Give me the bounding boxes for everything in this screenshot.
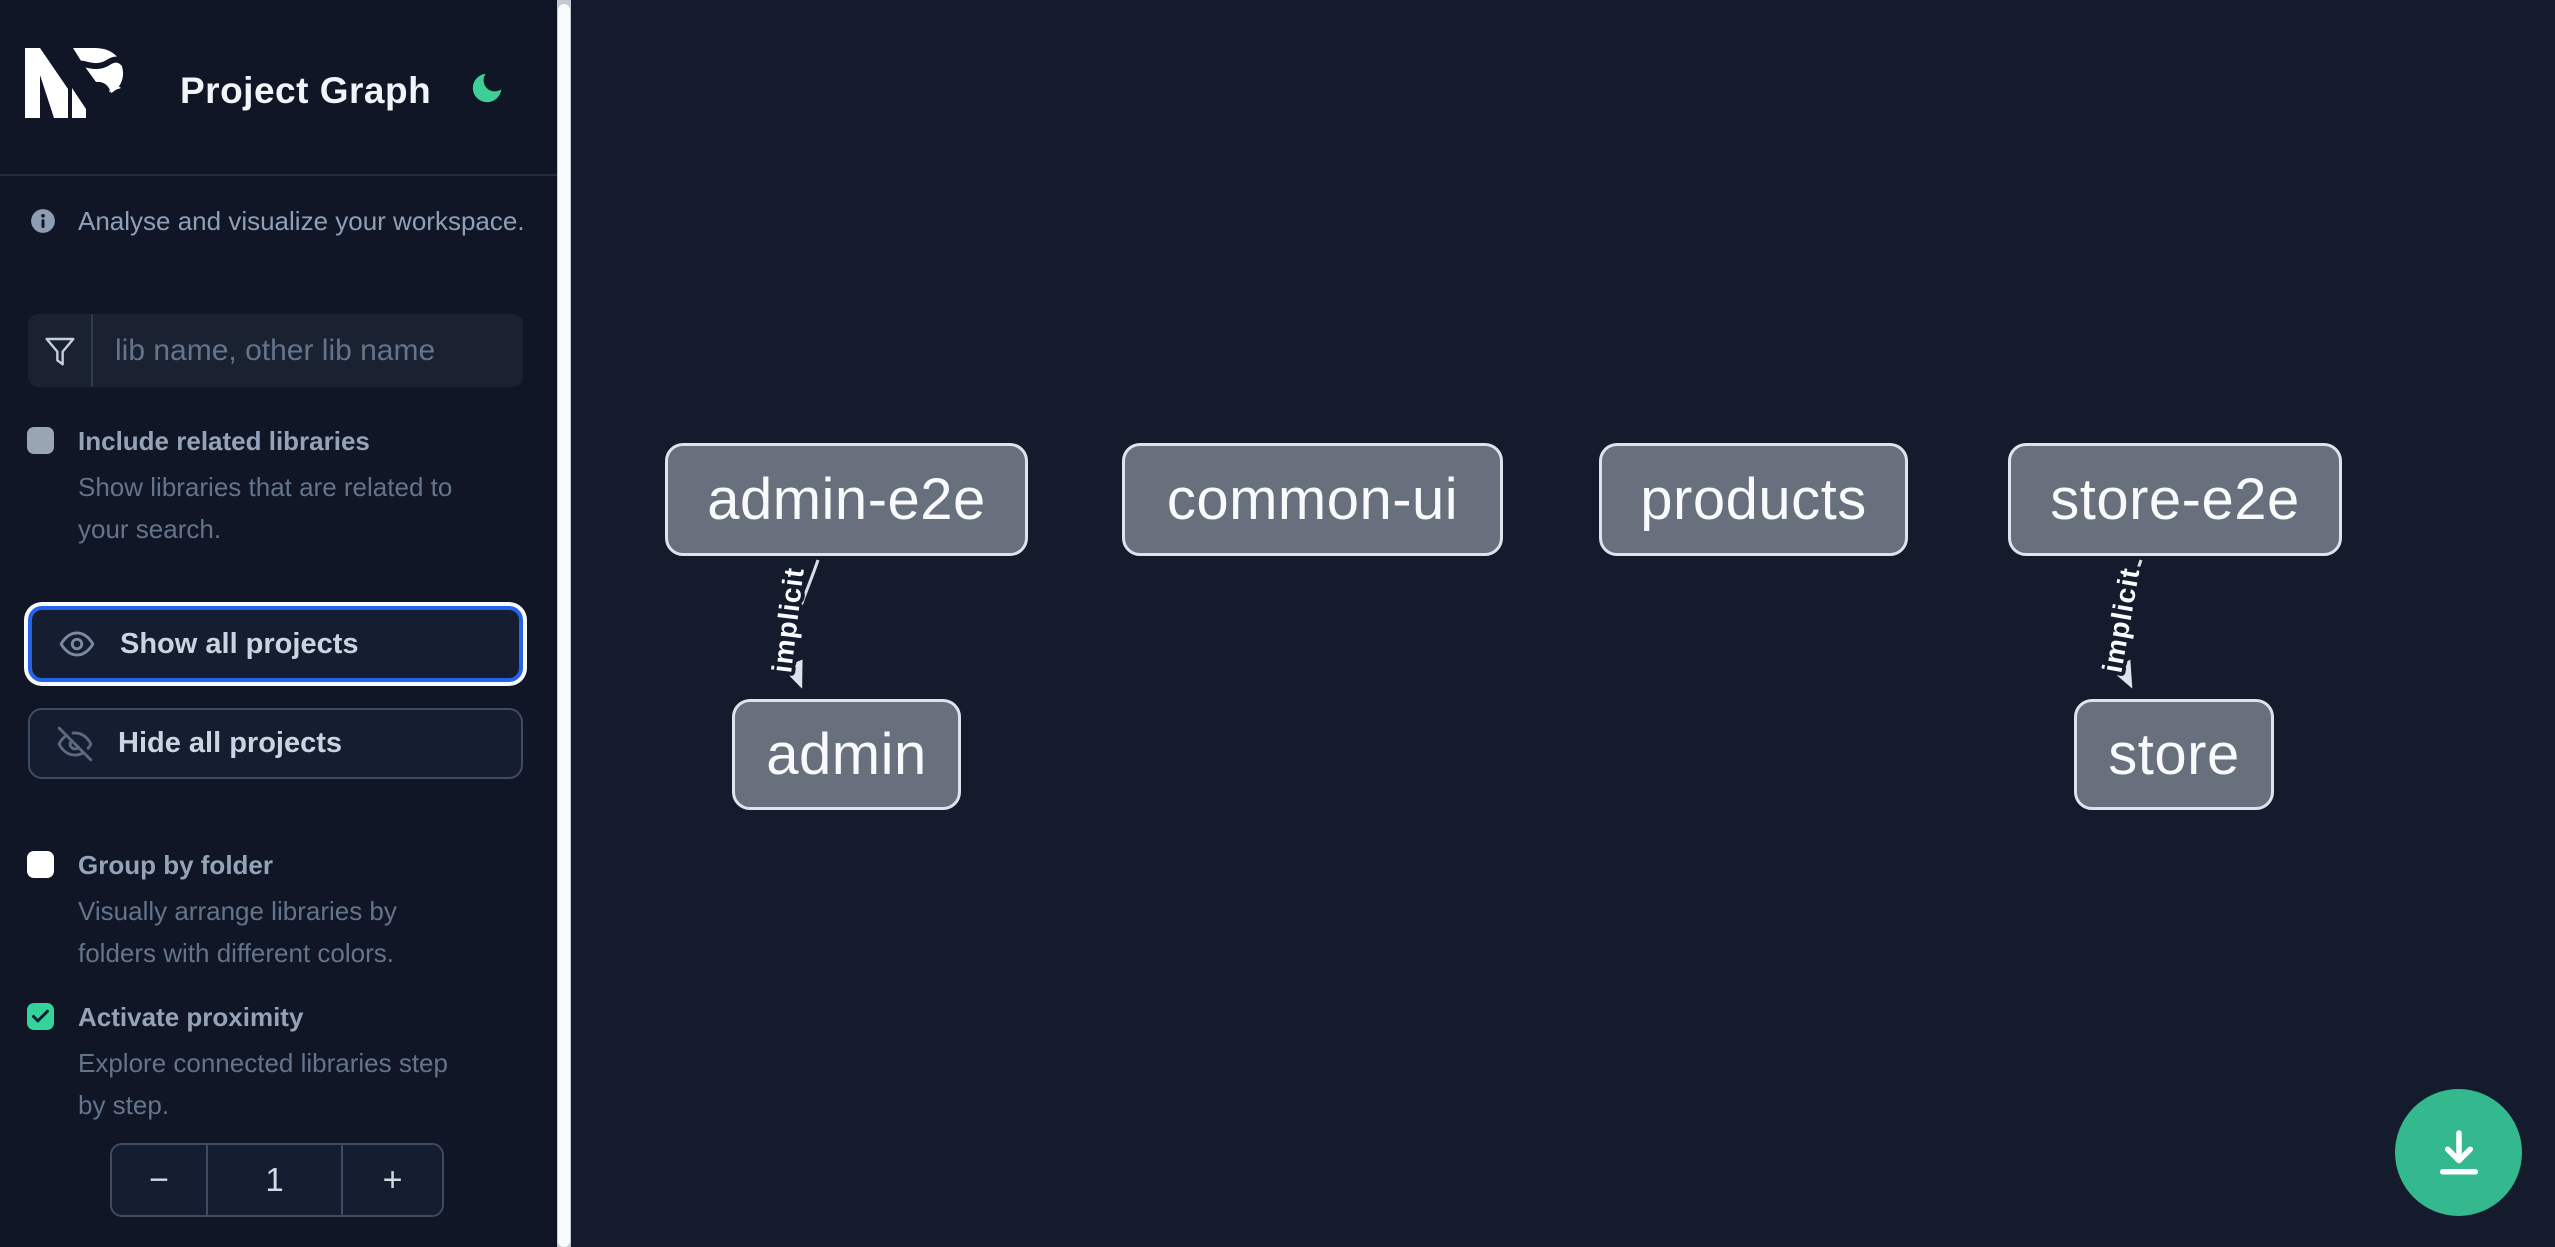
edge-label-implicit[interactable]: implicit xyxy=(2093,561,2150,679)
hide-all-projects-label: Hide all projects xyxy=(118,727,343,759)
search-box xyxy=(28,314,523,387)
info-icon xyxy=(31,209,55,233)
eye-off-icon xyxy=(57,726,93,761)
workspace-tagline: Analyse and visualize your workspace. xyxy=(30,206,530,236)
edge-label-implicit[interactable]: implicit xyxy=(762,561,814,678)
moon-icon xyxy=(472,73,502,102)
hide-all-projects-button[interactable]: Hide all projects xyxy=(28,708,523,779)
proximity-depth-stepper: − 1 + xyxy=(110,1143,444,1217)
include-related-checkbox xyxy=(27,427,54,454)
show-all-projects-button[interactable]: Show all projects xyxy=(28,606,523,682)
search-input[interactable] xyxy=(93,314,523,387)
theme-toggle-button[interactable] xyxy=(466,68,508,110)
graph-canvas[interactable]: implicit implicit admin-e2e common-ui pr… xyxy=(571,0,2555,1247)
activate-proximity-checkbox[interactable] xyxy=(27,1003,54,1030)
node-store[interactable]: store xyxy=(2074,699,2274,810)
proximity-decrement-button[interactable]: − xyxy=(112,1145,208,1215)
group-by-folder-toggle: Group by folder Visually arrange librari… xyxy=(27,848,507,974)
activate-proximity-toggle: Activate proximity Explore connected lib… xyxy=(27,1000,507,1126)
app-header: Project Graph xyxy=(0,0,557,176)
sidebar-scrollbar xyxy=(557,0,571,1247)
download-graph-button[interactable] xyxy=(2395,1089,2522,1216)
proximity-increment-button[interactable]: + xyxy=(343,1145,442,1215)
tagline-text: Analyse and visualize your workspace. xyxy=(78,206,525,236)
group-by-folder-description: Visually arrange libraries by folders wi… xyxy=(78,896,397,968)
filter-funnel-icon xyxy=(28,314,93,387)
node-common-ui[interactable]: common-ui xyxy=(1122,443,1503,556)
node-admin[interactable]: admin xyxy=(732,699,961,810)
include-related-label: Include related libraries xyxy=(78,426,370,456)
scrollbar-thumb[interactable] xyxy=(558,4,570,1247)
eye-icon xyxy=(59,631,95,657)
nx-logo xyxy=(25,48,125,118)
activate-proximity-description: Explore connected libraries step by step… xyxy=(78,1048,448,1120)
group-by-folder-label: Group by folder xyxy=(78,850,273,880)
activate-proximity-label: Activate proximity xyxy=(78,1002,304,1032)
edge-admin-e2e-to-admin: implicit xyxy=(762,559,820,689)
edge-store-e2e-to-store: implicit xyxy=(2093,559,2150,689)
include-related-toggle: Include related libraries Show libraries… xyxy=(27,424,507,550)
app-title: Project Graph xyxy=(180,70,432,111)
proximity-depth-value: 1 xyxy=(208,1145,343,1215)
check-icon xyxy=(32,1009,49,1023)
dependency-edges: implicit implicit xyxy=(762,559,2150,689)
node-store-e2e[interactable]: store-e2e xyxy=(2008,443,2342,556)
show-all-projects-label: Show all projects xyxy=(120,627,359,660)
group-by-folder-checkbox[interactable] xyxy=(27,851,54,878)
node-admin-e2e[interactable]: admin-e2e xyxy=(665,443,1028,556)
download-icon xyxy=(2439,1129,2478,1174)
node-products[interactable]: products xyxy=(1599,443,1908,556)
include-related-description: Show libraries that are related to your … xyxy=(78,472,453,544)
sidebar: Project Graph Analyse and visualize your… xyxy=(0,0,557,1247)
